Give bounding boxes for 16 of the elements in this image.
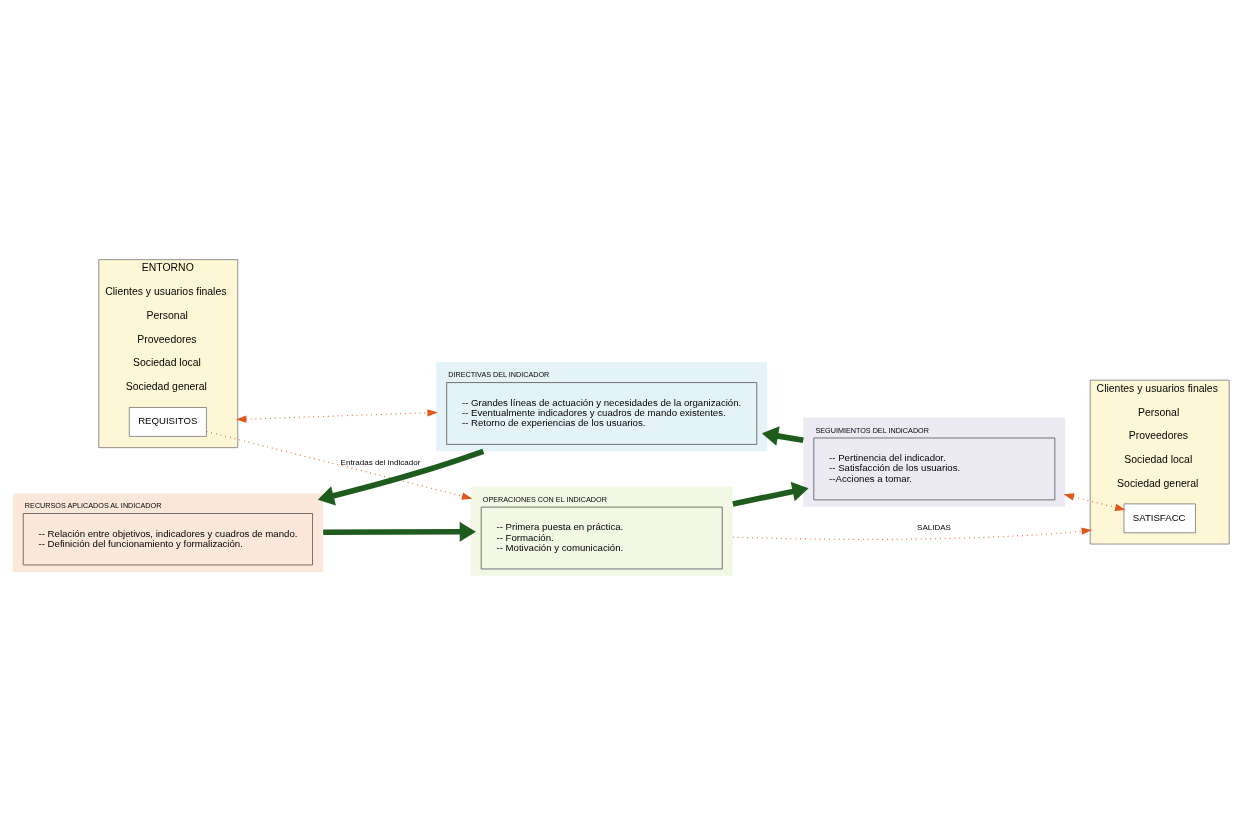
node-box: DIRECTIVAS DEL INDICADOR -- Grandes líneas de actuación y necesidades de la organización. -- Eventualmente indicadores y cuadros de mando existentes. -- Retorno de experiencias de los usuarios. <box>436 362 768 452</box>
edge-label: Entradas del indicador <box>340 457 421 467</box>
node-box: OPERACIONES CON EL INDICADOR -- Primera puesta en práctica. -- Formación. -- Motivación y comunicación. <box>470 486 733 576</box>
arrow <box>206 430 473 500</box>
node-box: RECURSOS APLICADOS AL INDICADOR -- Relación entre objetivos, indicadores y cuadros de mando. -- Definición del funcionamiento y formalización. <box>12 493 323 573</box>
arrow <box>732 527 1093 540</box>
node-box: SEGUIMIENTOS DEL INDICADOR -- Pertinencia del indicador. -- Satisfacción de los usuarios. --Acciones a tomar. <box>803 417 1066 507</box>
node-box: SATISFACC <box>1123 503 1196 534</box>
node-box: REQUISITOS <box>128 407 207 437</box>
arrow <box>235 409 438 423</box>
arrow <box>317 448 485 506</box>
arrow <box>1063 493 1126 511</box>
arrow <box>732 481 809 507</box>
arrow <box>323 521 476 542</box>
edge-label: SALIDAS <box>917 523 951 533</box>
arrow <box>761 426 804 446</box>
